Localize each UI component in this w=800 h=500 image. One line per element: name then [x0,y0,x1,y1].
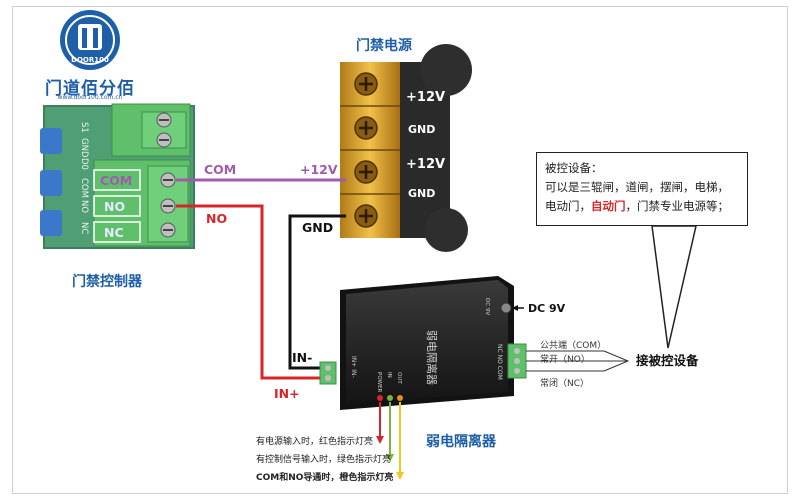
output-no: 常开（NO） [540,353,590,365]
isolator-title: 弱电隔离器 [426,433,497,450]
terminal-label-12v-b: +12V [406,157,445,172]
gnd-wire [288,214,346,370]
controller-pin-nc: NC [104,225,124,240]
power-supply-title: 门禁电源 [356,37,412,54]
wire-label-gnd: GND [302,220,333,235]
controller-pin-no: NO [104,199,125,214]
logo-badge-text: DOOR100 [71,56,109,64]
logo-url: www.door100.com.cn [57,94,123,101]
input-terminal [319,361,337,385]
dc-jack [500,302,512,314]
logo-text: 门道佰分佰 [45,79,135,99]
status-label-out: OUT [396,372,402,384]
indicator-power: 有电源输入时，红色指示灯亮 [256,435,373,447]
status-label-in: IN [386,372,392,378]
wire-label-com: COM [204,162,236,177]
board-label-gnd: GND [79,138,89,158]
wire-label-in-minus: IN- [292,350,312,365]
controller-pin-com: COM [100,173,132,188]
diagram-frame [12,6,788,494]
output-lines [526,350,630,372]
callout-line-2-suffix: ，门禁专业电源等； [625,199,730,213]
board-label-nc: NC [79,222,89,234]
in-led [387,395,393,401]
board-label-d0: D0 [79,158,89,170]
dc-port-label: DC 9V [484,298,490,315]
logo: DOOR100 [60,10,120,70]
callout-line-2-prefix: 电动门， [545,199,591,213]
wires [176,178,346,380]
access-controller: S1 GND D0 COM NO NC [40,103,195,290]
indicator-arrows [379,402,401,474]
callout-title: 被控设备： [545,161,603,175]
controlled-device-callout: 被控设备： 可以是三辊闸，道闸，摆闸，电梯， 电动门，自动门，门禁专业电源等； [536,152,748,226]
power-supply: 门禁电源 +12V [340,37,472,252]
board-label-com: COM [79,178,89,198]
dc-input-label: DC 9V [528,302,566,315]
output-nc: 常闭（NC） [540,377,589,389]
callout-line-1: 可以是三辊闸，道闸，摆闸，电梯， [545,180,729,194]
wire-label-12v: +12V [300,162,338,177]
out-led [397,395,403,401]
connect-device-label: 接被控设备 [636,353,699,368]
output-com: 公共端（COM） [540,339,606,351]
isolator-device: 弱电隔离器 DC 9V IN+ IN- POWER IN OUT NC NO C… [319,276,527,410]
board-label-s1: S1 [79,122,89,133]
terminal-label-12v-a: +12V [406,90,445,105]
status-label-power: POWER [376,372,382,393]
terminal-label-gnd-a: GND [408,123,435,136]
input-port-label: IN+ IN- [350,356,357,378]
indicator-output: COM和NO导通时，橙色指示灯亮 [256,471,393,483]
terminal-label-gnd-b: GND [408,187,435,200]
output-port-label: NC NO COM [496,344,503,380]
no-wire [176,204,322,380]
callout-accent: 自动门 [591,199,626,213]
callout-pointer [651,225,697,349]
callout-line-2: 电动门，自动门，门禁专业电源等； [545,197,739,216]
indicator-input: 有控制信号输入时，绿色指示灯亮 [256,453,391,465]
wire-label-in-plus: IN+ [274,386,300,401]
wire-label-no: NO [206,211,227,226]
isolator-body-text: 弱电隔离器 [425,330,439,385]
power-led [377,395,383,401]
board-label-no: NO [79,200,89,213]
controller-title: 门禁控制器 [72,273,143,290]
